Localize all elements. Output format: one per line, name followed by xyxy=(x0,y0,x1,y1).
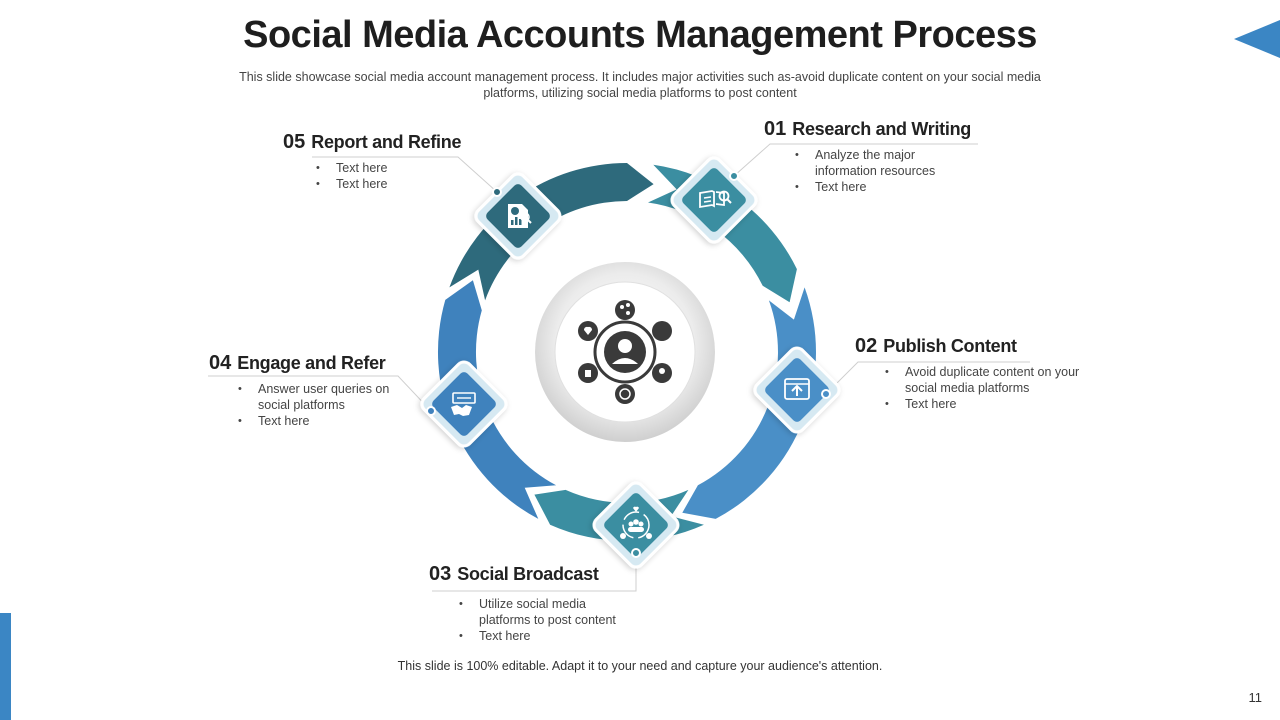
step-02: 02 Publish Content Avoid duplicate conte… xyxy=(855,335,1085,412)
step-03-number: 03 xyxy=(429,563,452,585)
page-subtitle: This slide showcase social media account… xyxy=(239,70,1041,100)
step-05-bullet-2: Text here xyxy=(316,176,466,192)
center-hub xyxy=(535,262,715,442)
step-04-title: Engage and Refer xyxy=(237,353,386,373)
step-05-title: Report and Refine xyxy=(311,132,462,152)
left-accent-bar xyxy=(0,613,11,720)
leader-line-04 xyxy=(208,375,432,412)
step-01-number: 01 xyxy=(764,118,787,140)
step-02-title: Publish Content xyxy=(883,336,1017,356)
connector-dot xyxy=(631,548,641,558)
step-01-bullet-2: Text here xyxy=(795,179,965,195)
ring-segment-5 xyxy=(449,163,654,301)
step-02-diamond xyxy=(753,346,841,434)
step-03-title: Social Broadcast xyxy=(457,564,599,584)
step-01-diamond xyxy=(670,156,758,244)
connector-dot xyxy=(426,406,436,416)
ring-segment-4 xyxy=(437,280,557,519)
report-chart-icon xyxy=(508,204,532,228)
step-04: 04 Engage and Refer Answer user queries … xyxy=(209,352,439,429)
step-04-bullet-2: Text here xyxy=(238,413,398,429)
corner-triangle-decoration xyxy=(1234,20,1280,58)
connector-dot xyxy=(729,171,739,181)
step-03-diamond xyxy=(592,481,680,569)
step-03-bullet-2: Text here xyxy=(459,628,639,644)
handshake-icon xyxy=(451,392,476,416)
leader-line-01 xyxy=(733,143,978,177)
diamond-fill xyxy=(604,493,668,557)
diamond-fill xyxy=(432,372,496,436)
step-05-diamond xyxy=(474,172,562,260)
step-04-bullet-1: Answer user queries on social platforms xyxy=(238,381,398,413)
leader-line-05 xyxy=(312,156,498,193)
step-01-bullet-1: Analyze the major information resources xyxy=(795,147,965,179)
step-diamonds xyxy=(420,156,841,569)
book-magnifier-icon xyxy=(699,190,732,209)
step-02-bullets: Avoid duplicate content on your social m… xyxy=(885,364,1085,412)
step-02-bullet-1: Avoid duplicate content on your social m… xyxy=(885,364,1085,396)
step-04-number: 04 xyxy=(209,352,232,374)
page-number: 11 xyxy=(1248,690,1263,705)
social-network-icon xyxy=(578,300,672,404)
step-05-number: 05 xyxy=(283,131,306,153)
footer-note: This slide is 100% editable. Adapt it to… xyxy=(397,659,883,673)
step-03-bullet-1: Utilize social media platforms to post c… xyxy=(459,596,639,628)
connector-dot xyxy=(492,187,502,197)
step-05-bullets: Text here Text here xyxy=(316,160,466,192)
step-03-bullets: Utilize social media platforms to post c… xyxy=(459,596,639,644)
step-03: 03 Social Broadcast Utilize social media… xyxy=(429,563,659,644)
step-05-bullet-1: Text here xyxy=(316,160,466,176)
page-title: Social Media Accounts Management Process xyxy=(243,14,1037,56)
step-01-title: Research and Writing xyxy=(792,119,971,139)
step-01: 01 Research and Writing Analyze the majo… xyxy=(764,118,994,195)
step-04-bullets: Answer user queries on social platforms … xyxy=(238,381,398,429)
step-02-number: 02 xyxy=(855,335,878,357)
step-05: 05 Report and Refine Text here Text here xyxy=(283,131,513,192)
community-icon xyxy=(620,506,652,539)
step-02-bullet-2: Text here xyxy=(885,396,1085,412)
step-01-bullets: Analyze the major information resources … xyxy=(795,147,965,195)
ring-segment-2 xyxy=(682,287,816,519)
step-04-diamond xyxy=(420,360,508,448)
upload-screen-icon xyxy=(784,378,810,400)
connector-dot xyxy=(821,389,831,399)
